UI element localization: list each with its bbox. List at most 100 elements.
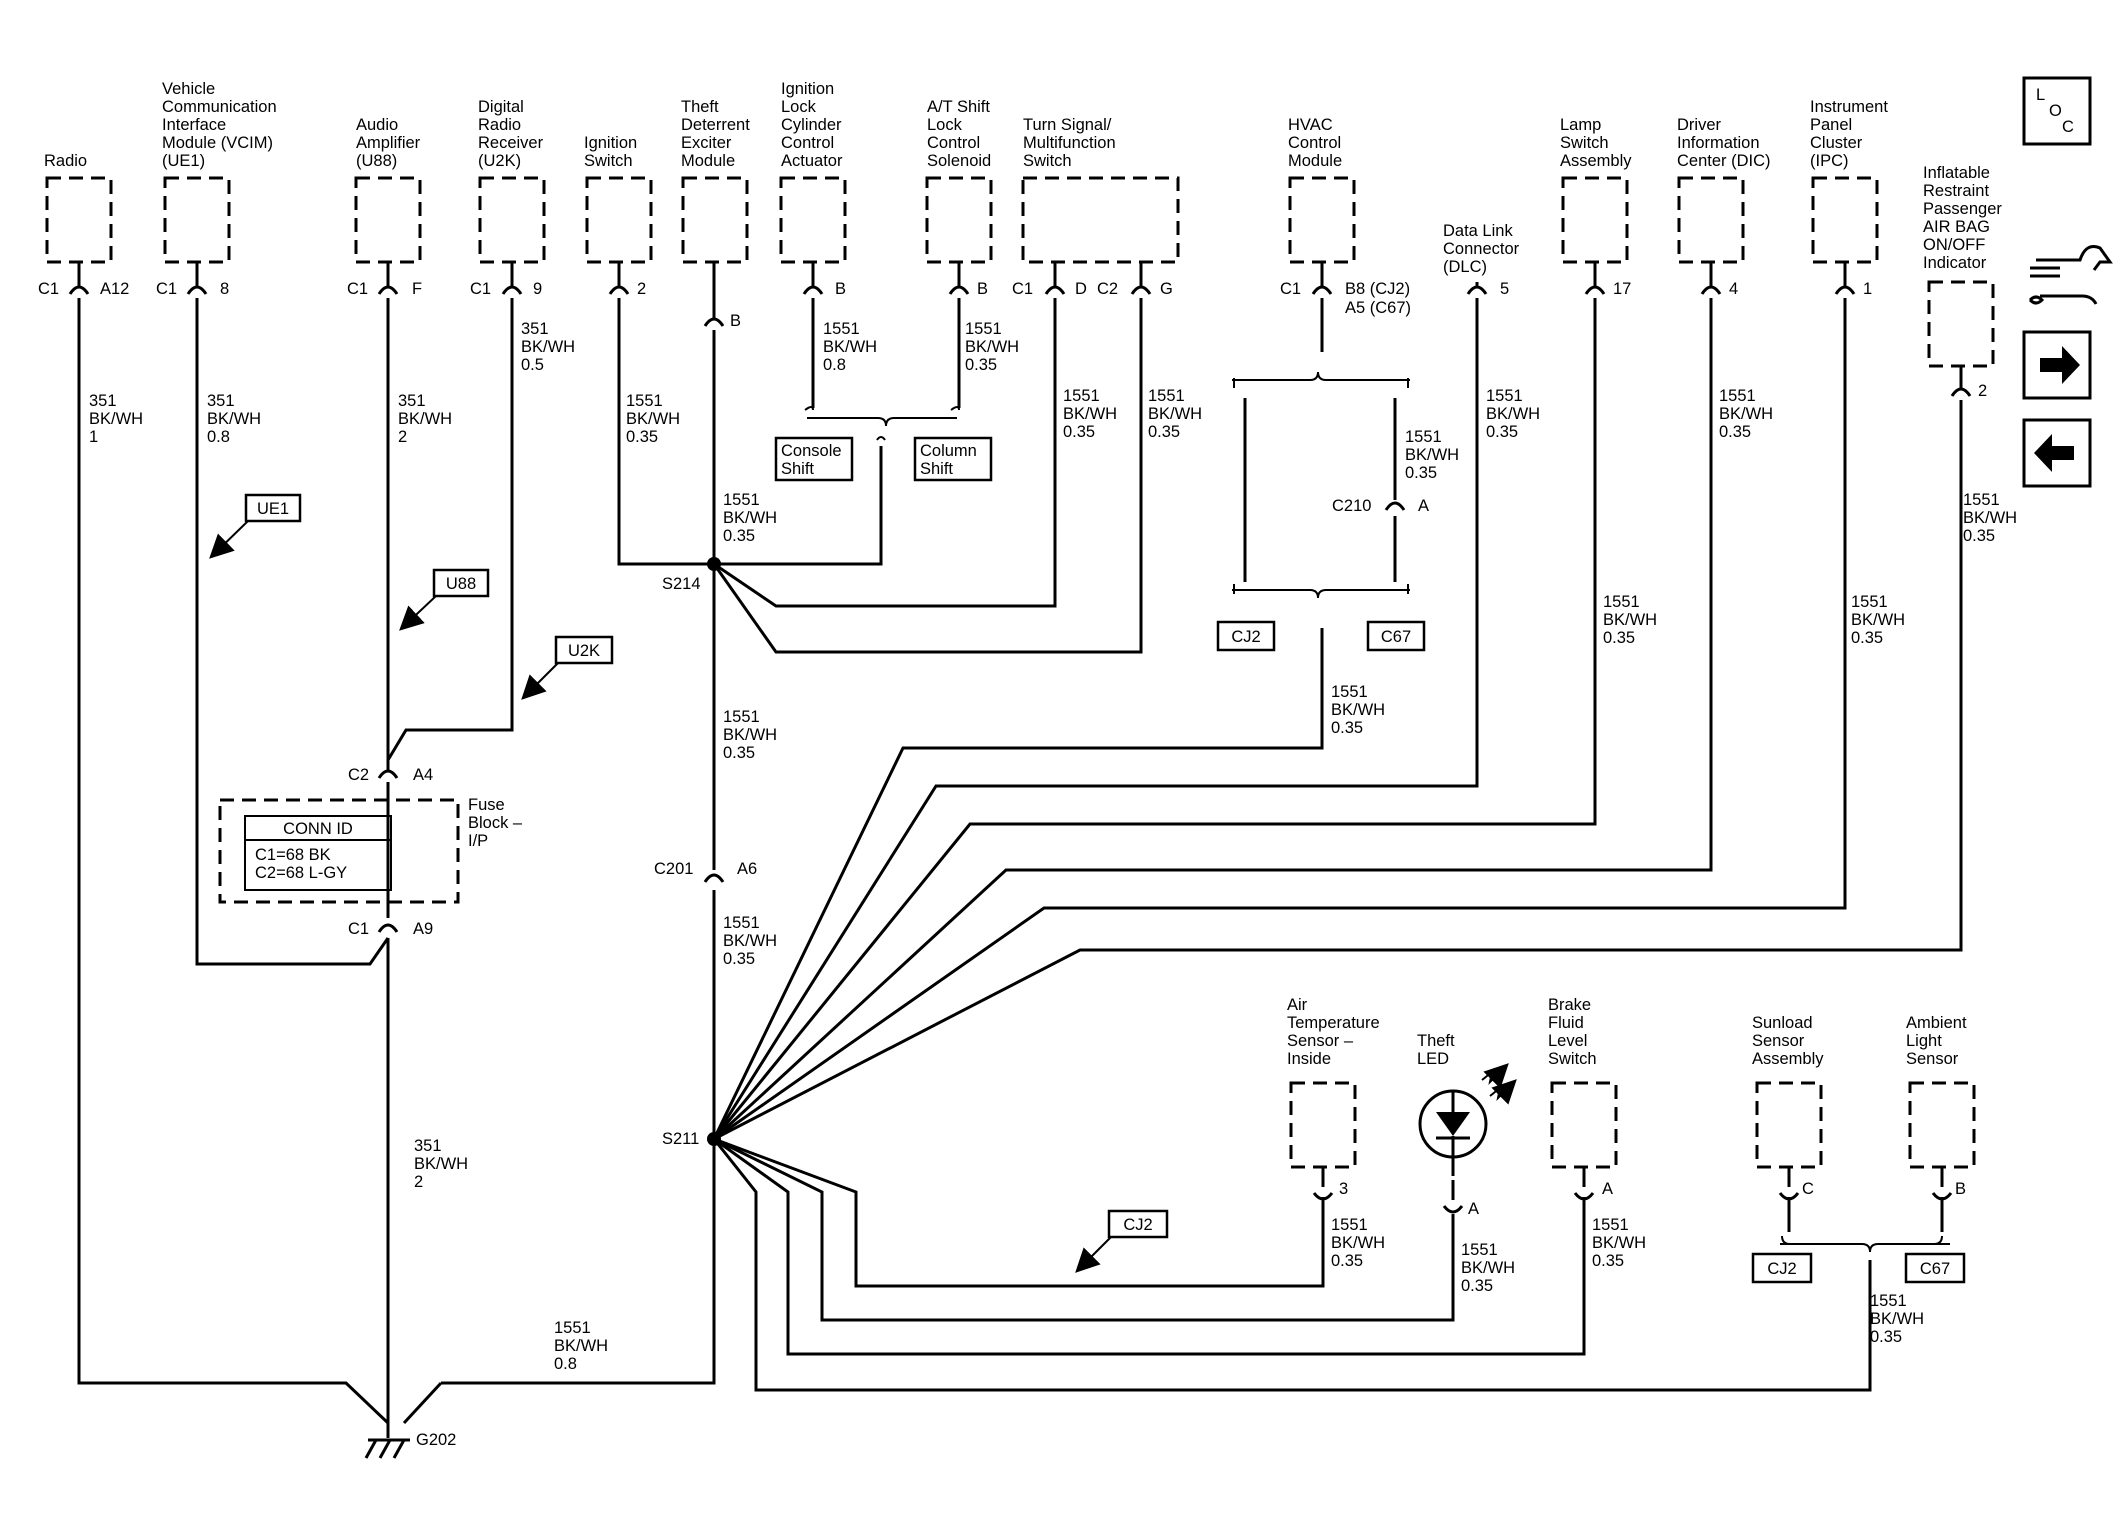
text-line: 351 (398, 392, 426, 410)
splice-s211-dot (707, 1132, 721, 1146)
loc-button[interactable]: L O C (2022, 76, 2092, 146)
text-line: Sensor (1752, 1032, 1805, 1050)
text-line: Shift (781, 460, 814, 478)
text-line: 0.35 (1851, 629, 1883, 647)
audio-amp-box (354, 176, 422, 264)
pin-label: C1 (156, 280, 177, 298)
svg-text:U88: U88 (446, 575, 476, 593)
connector-terminal (1311, 285, 1333, 295)
splice-s214-label: S214 (662, 575, 701, 593)
pin-label: 1 (1863, 280, 1872, 298)
pin-label: G (1160, 280, 1173, 298)
text-line: Audio (356, 116, 398, 134)
text-line: Driver (1677, 116, 1722, 134)
pin-label: 9 (533, 280, 542, 298)
text-line: 0.8 (823, 356, 846, 374)
text-line: Light (1906, 1032, 1942, 1050)
text-line: Module (681, 152, 735, 170)
text-line: BK/WH (723, 932, 777, 950)
pin-label: 5 (1500, 280, 1509, 298)
pin-label: 4 (1729, 280, 1738, 298)
text-line: Center (DIC) (1677, 152, 1771, 170)
text-line: Assembly (1560, 152, 1632, 170)
previous-page-arrow-icon[interactable] (2022, 418, 2092, 488)
text-line: Control (781, 134, 834, 152)
text-line: Digital (478, 98, 524, 116)
text-line: Air (1287, 996, 1308, 1014)
dic-box (1677, 176, 1745, 264)
text-line: Restraint (1923, 182, 1989, 200)
text-line: Lock (781, 98, 817, 116)
option-label-cj2-sun: CJ2 (1751, 1252, 1813, 1284)
fuse-block-box (218, 798, 460, 904)
text-line: Lamp (1560, 116, 1601, 134)
pin-label: C201 (654, 860, 693, 878)
text-line: (IPC) (1810, 152, 1849, 170)
text-line: Cylinder (781, 116, 842, 134)
pin-label: 8 (220, 280, 229, 298)
pin-label: C1 (38, 280, 59, 298)
connector-terminal (186, 285, 208, 295)
text-line: 1551 (1331, 683, 1368, 701)
pin-label: C (1802, 1180, 1814, 1198)
hvac-box (1288, 176, 1356, 264)
text-line: 0.35 (1719, 423, 1751, 441)
text-line: 0.35 (1486, 423, 1518, 441)
at-shift-lock-box (925, 176, 993, 264)
lamp-switch-box (1561, 176, 1629, 264)
text-line: Brake (1548, 996, 1591, 1014)
text-line: 1551 (1592, 1216, 1629, 1234)
text-line: 1551 (723, 491, 760, 509)
text-line: BK/WH (1963, 509, 2017, 527)
pin-label: F (412, 280, 422, 298)
wiring-tool-icon[interactable] (2028, 245, 2113, 305)
text-line: BK/WH (1719, 405, 1773, 423)
connector-terminal (1700, 285, 1722, 295)
text-line: BK/WH (89, 410, 143, 428)
text-line: Vehicle (162, 80, 215, 98)
pin-label: A (1418, 497, 1429, 515)
text-line: Connector (1443, 240, 1520, 258)
pin-label: B (835, 280, 846, 298)
text-line: Lock (927, 116, 963, 134)
text-line: 1551 (823, 320, 860, 338)
brake-fluid-box (1550, 1081, 1618, 1169)
text-line: Column (920, 442, 977, 460)
next-page-arrow-icon[interactable] (2022, 330, 2092, 400)
text-line: BK/WH (1592, 1234, 1646, 1252)
pin-label: A6 (737, 860, 757, 878)
text-line: BK/WH (1331, 701, 1385, 719)
text-line: Sensor (1906, 1050, 1959, 1068)
svg-text:CJ2: CJ2 (1123, 1216, 1152, 1234)
pin-label: A5 (C67) (1345, 299, 1411, 317)
connector-terminal (501, 285, 523, 295)
connector-terminal (1130, 285, 1152, 295)
text-line: Amplifier (356, 134, 421, 152)
text-line: 2 (398, 428, 407, 446)
text-line: BK/WH (1870, 1310, 1924, 1328)
svg-text:UE1: UE1 (257, 500, 289, 518)
text-line: BK/WH (626, 410, 680, 428)
text-line: BK/WH (207, 410, 261, 428)
